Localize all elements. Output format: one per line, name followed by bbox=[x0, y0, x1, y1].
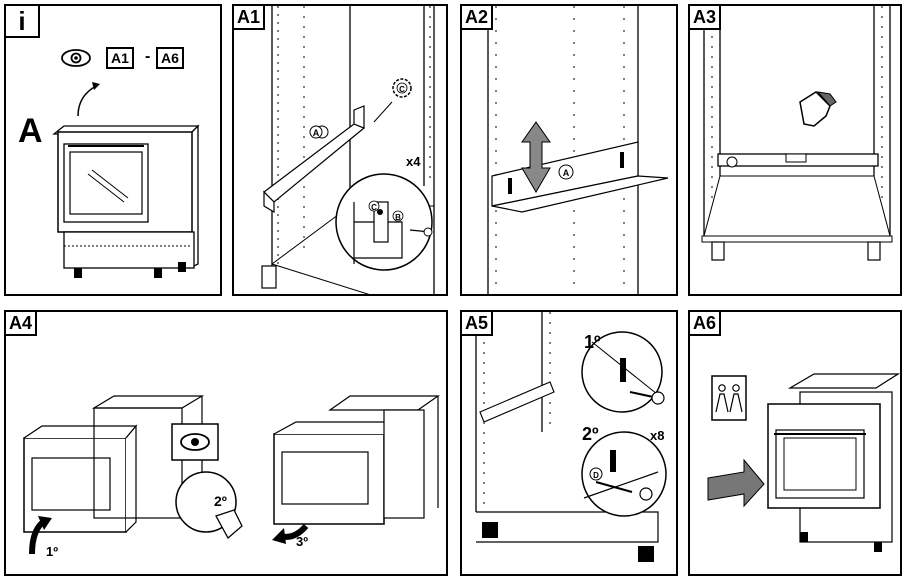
panel-tag-a1: A1 bbox=[234, 6, 266, 30]
oven-installed-illustration bbox=[707, 373, 900, 552]
part-d-label: D bbox=[593, 471, 599, 480]
panel-tag-a6: A6 bbox=[690, 312, 722, 336]
part-b-label-circle: B bbox=[392, 210, 404, 222]
panel-tag-a3: A3 bbox=[690, 6, 722, 30]
panel-tag-a4: A4 bbox=[6, 312, 38, 336]
oven-insertion-illustration: 1º 2º 3º bbox=[23, 395, 440, 559]
step-range-separator: - bbox=[145, 48, 151, 65]
section-letter-a: A bbox=[18, 112, 43, 150]
panel-a3: A3 bbox=[688, 4, 902, 296]
panel-a4: 1º 2º 3º A4 bbox=[4, 310, 448, 576]
part-c-label-circle: C bbox=[396, 82, 408, 94]
level-check-illustration bbox=[701, 6, 893, 261]
panel-a2: A A2 bbox=[460, 4, 678, 296]
bracket-mounting-illustration: A C C B x4 bbox=[261, 6, 435, 294]
part-c-label: C bbox=[399, 85, 405, 94]
panel-a6: A6 bbox=[688, 310, 902, 576]
oven-cabinet-illustration: A bbox=[18, 49, 200, 278]
part-d-label-circle: D bbox=[589, 467, 603, 481]
panel-a1: A C C B x4 A1 bbox=[232, 4, 448, 296]
step-range-end: A6 bbox=[156, 47, 184, 69]
part-c-zoom-label: C bbox=[371, 203, 377, 212]
step-1-label: 1º bbox=[46, 544, 58, 559]
step-3-label: 3º bbox=[296, 534, 308, 549]
pointing-hand-icon bbox=[799, 91, 837, 127]
part-c-zoom-label-circle: C bbox=[368, 200, 380, 212]
part-a-label: A bbox=[563, 168, 570, 178]
step-1-label: 1º bbox=[584, 332, 601, 352]
panel-info: A i A1 - A6 bbox=[4, 4, 222, 296]
panel-tag-i: i bbox=[6, 6, 40, 38]
two-person-icon bbox=[715, 384, 743, 413]
step-range-start: A1 bbox=[106, 47, 134, 69]
part-a-label-circle: A bbox=[558, 164, 574, 180]
eye-icon bbox=[61, 49, 91, 67]
part-a-label: A bbox=[313, 128, 320, 138]
pointing-hand-icon bbox=[215, 509, 243, 540]
eye-icon bbox=[180, 433, 210, 451]
step-2-label: 2º bbox=[214, 493, 227, 509]
step-2-label: 2º bbox=[582, 424, 599, 444]
screw-fastening-illustration: 1º 2º x8 D bbox=[475, 312, 667, 562]
part-a-label-circle: A bbox=[309, 125, 323, 139]
bracket-adjust-illustration: A bbox=[487, 6, 669, 294]
quantity-label: x8 bbox=[650, 428, 664, 443]
panel-tag-a2: A2 bbox=[462, 6, 494, 30]
part-b-label: B bbox=[395, 213, 401, 222]
panel-a5: 1º 2º x8 D A5 bbox=[460, 310, 678, 576]
panel-tag-a5: A5 bbox=[462, 312, 494, 336]
quantity-label: x4 bbox=[406, 154, 421, 169]
